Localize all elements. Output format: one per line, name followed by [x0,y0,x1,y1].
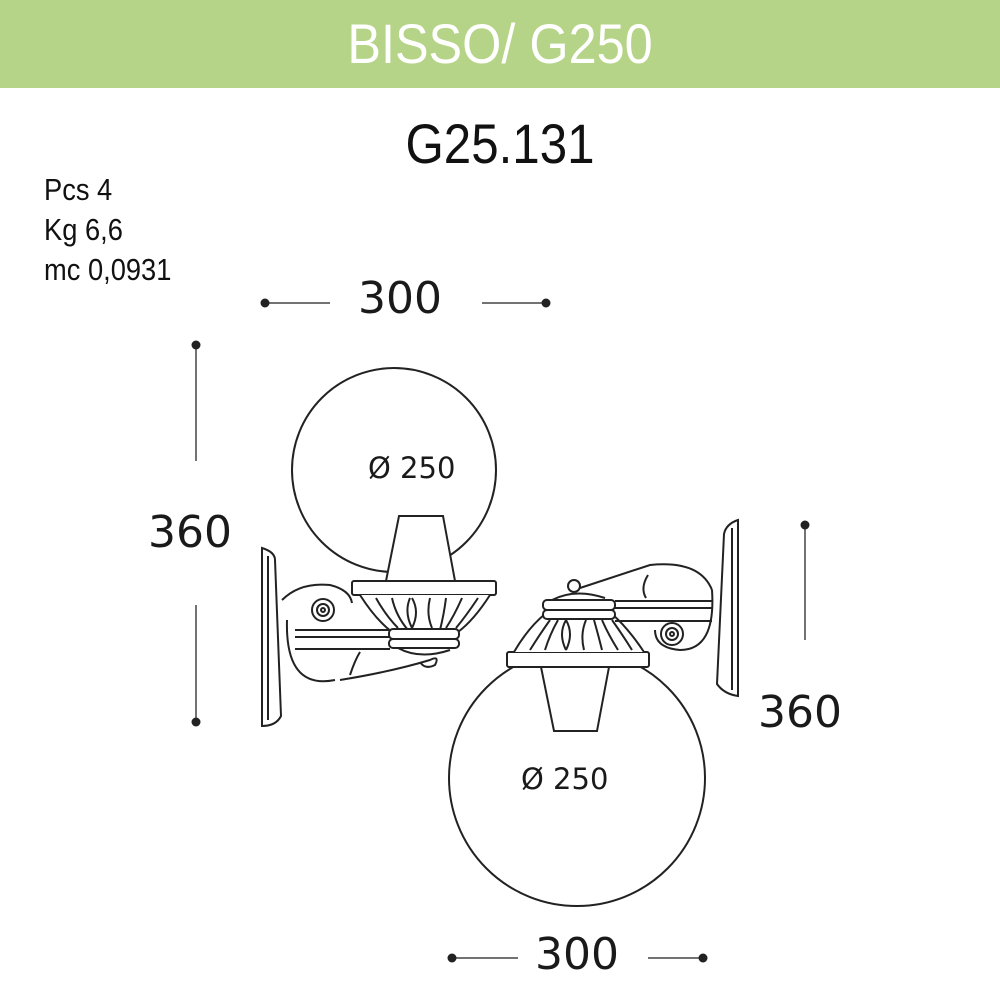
upper-height-label: 360 [148,507,232,558]
upper-width-label: 300 [358,273,442,324]
product-code: G25.131 [405,112,595,175]
dimension-width-lower [447,953,708,963]
spec-list: Pcs 4 Kg 6,6 mc 0,0931 [44,170,171,290]
neck-lower [539,666,611,732]
dimension-height-right [800,520,810,640]
wall-plate-left [261,546,283,728]
lower-globe-diameter-label: Ø 250 [521,762,609,796]
header-banner: BISSO/ G250 [0,0,1000,88]
lower-height-label: 360 [758,687,842,738]
flange-lower [506,651,650,668]
spec-pieces: Pcs 4 [44,172,113,207]
series-title: BISSO/ G250 [347,12,653,75]
wall-plate-right [715,518,739,698]
dimension-height-left [191,340,201,727]
spec-volume: mc 0,0931 [44,252,172,287]
lamp-upward [261,367,497,728]
lower-width-label: 300 [535,929,619,980]
upper-globe-diameter-label: Ø 250 [368,451,456,485]
dimension-width-upper [260,298,551,308]
neck-upper [384,515,457,582]
flange-upper [351,580,497,596]
spec-weight: Kg 6,6 [44,212,123,247]
lamp-downward [448,518,739,907]
